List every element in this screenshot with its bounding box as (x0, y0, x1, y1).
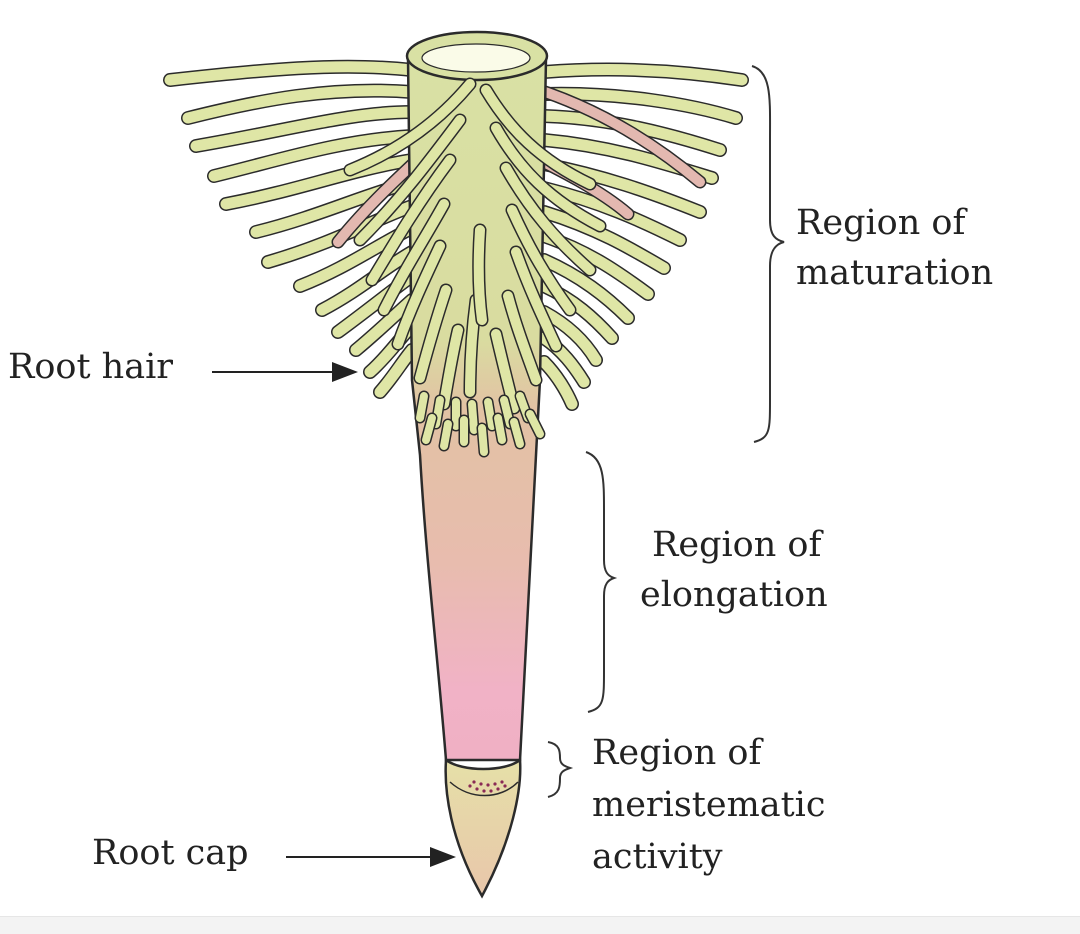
root-hairs-front (343, 77, 607, 458)
label-meristem-line2: meristematic (592, 785, 826, 825)
root-hair (538, 110, 726, 156)
label-root-hair: Root hair (8, 347, 174, 387)
root-hair (478, 424, 488, 456)
label-elongation-line1: Region of (652, 525, 822, 565)
root-hair (374, 344, 418, 398)
root-hair (494, 414, 506, 444)
root-hair (484, 398, 496, 430)
root-hair (538, 356, 578, 410)
root-hair (439, 325, 463, 409)
root-hair (538, 64, 748, 86)
root-hair (491, 123, 605, 231)
root-hair (501, 163, 595, 275)
root-hair (538, 206, 670, 274)
root-hair (526, 410, 544, 438)
root-hair (491, 329, 519, 413)
root-hairs-back (163, 59, 749, 411)
root-hair (393, 241, 445, 349)
brace-maturation (751, 65, 785, 443)
root-hair (538, 306, 602, 366)
root-hair (416, 392, 428, 422)
root-hair (345, 79, 475, 175)
root-hair (190, 106, 418, 152)
meristem-dots (468, 780, 507, 793)
root-cap (444, 757, 522, 899)
root-top-inner (421, 43, 531, 73)
root-hair (510, 418, 524, 448)
root-hair-arrow (212, 362, 358, 382)
root-hair (164, 61, 418, 86)
root-hair (220, 154, 418, 210)
label-meristem-line1: Region of (592, 733, 762, 773)
root-hair (511, 247, 561, 351)
root-hair (367, 155, 455, 285)
label-root-cap: Root cap (92, 833, 249, 873)
bottom-strip (0, 916, 1080, 934)
root-cap-arrow (286, 847, 456, 867)
root-hair (379, 199, 449, 315)
brace-meristem (547, 741, 574, 798)
label-maturation-line2: maturation (796, 253, 994, 293)
cap-boundary (449, 781, 519, 797)
root-hair (503, 291, 541, 385)
label-elongation-line2: elongation (640, 575, 828, 615)
label-maturation-line1: Region of (796, 203, 966, 243)
root-hair (440, 420, 452, 450)
root-hair (473, 225, 487, 325)
brace-elongation (585, 451, 618, 713)
root-hair (538, 254, 634, 324)
root-hair (481, 85, 595, 189)
root-hair (355, 115, 465, 245)
root-hair (507, 205, 575, 315)
root-hair (538, 88, 742, 124)
root-hair (468, 400, 478, 434)
root-hair (415, 285, 451, 383)
root-hair (422, 414, 436, 444)
root-hair (208, 130, 418, 182)
label-meristem-line3: activity (592, 837, 723, 877)
root-hair (182, 85, 418, 124)
